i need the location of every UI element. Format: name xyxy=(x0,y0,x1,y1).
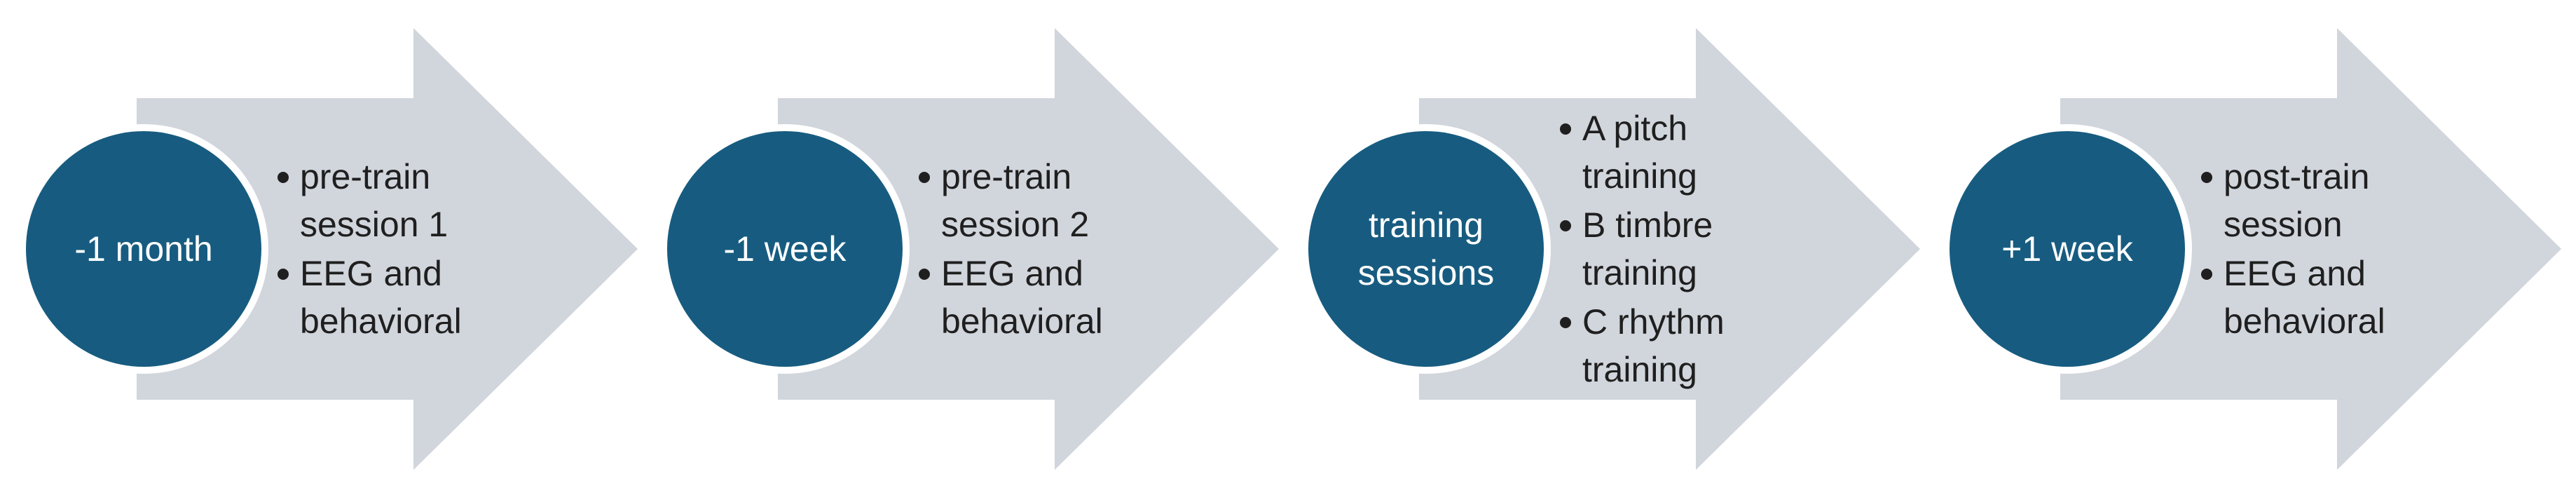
stage-label: sessions xyxy=(1358,253,1495,292)
stage-label: +1 week xyxy=(2001,229,2134,269)
stage-circle xyxy=(26,131,261,367)
stage-circle xyxy=(1950,131,2185,367)
bullet-text: training xyxy=(1582,253,1697,292)
bullet-item: C rhythm training xyxy=(1560,302,1725,389)
arrow-shape xyxy=(1419,28,1920,470)
bullet-text: pre-train xyxy=(300,157,430,196)
stage-label: training xyxy=(1369,205,1484,245)
bullet-text: C rhythm xyxy=(1582,302,1725,342)
bullet-text: behavioral xyxy=(300,302,462,341)
bullet-text: training xyxy=(1582,350,1697,389)
bullet-text: post-train xyxy=(2224,157,2369,196)
bullet-dot xyxy=(278,172,289,183)
bullet-item: B timbre training xyxy=(1560,205,1713,292)
arrow-shape xyxy=(137,28,638,470)
bullet-dot xyxy=(1560,123,1571,135)
bullet-dot xyxy=(919,172,930,183)
bullet-text: session xyxy=(2224,205,2343,244)
bullet-text: EEG and xyxy=(2224,254,2366,293)
stage-circle xyxy=(667,131,903,367)
bullet-dot xyxy=(278,269,289,280)
arrow-shape xyxy=(778,28,1279,470)
bullet-dot xyxy=(2201,172,2212,183)
stage-label: -1 week xyxy=(723,229,847,269)
bullet-text: session 1 xyxy=(300,205,448,244)
bullet-item: post-train session xyxy=(2201,157,2369,244)
bullet-text: behavioral xyxy=(2224,302,2385,341)
stage-1: -1 month pre-train session 1 EEG and behavio… xyxy=(19,28,638,470)
bullet-text: B timbre xyxy=(1582,205,1713,245)
bullet-item: A pitch training xyxy=(1560,109,1697,196)
bullet-dot xyxy=(1560,220,1571,231)
bullet-text: A pitch xyxy=(1582,109,1687,148)
bullet-item: EEG and behavioral xyxy=(919,254,1103,341)
bullet-text: EEG and xyxy=(941,254,1083,293)
bullet-text: EEG and xyxy=(300,254,442,293)
bullet-item: pre-train session 2 xyxy=(919,157,1089,244)
bullet-item: EEG and behavioral xyxy=(278,254,462,341)
bullet-text: behavioral xyxy=(941,302,1103,341)
bullet-dot xyxy=(919,269,930,280)
bullet-item: EEG and behavioral xyxy=(2201,254,2385,341)
bullet-text: training xyxy=(1582,156,1697,196)
bullet-item: pre-train session 1 xyxy=(278,157,448,244)
bullet-text: session 2 xyxy=(941,205,1089,244)
stage-circle xyxy=(1308,131,1544,367)
arrow-shape xyxy=(2060,28,2561,470)
stage-2: -1 week pre-train session 2 EEG and behavior… xyxy=(660,28,1279,470)
bullet-dot xyxy=(2201,269,2212,280)
bullet-dot xyxy=(1560,317,1571,328)
bullet-text: pre-train xyxy=(941,157,1071,196)
stage-3: training sessions A pitch training B timbre t… xyxy=(1301,28,1920,470)
stage-label: -1 month xyxy=(74,229,212,269)
